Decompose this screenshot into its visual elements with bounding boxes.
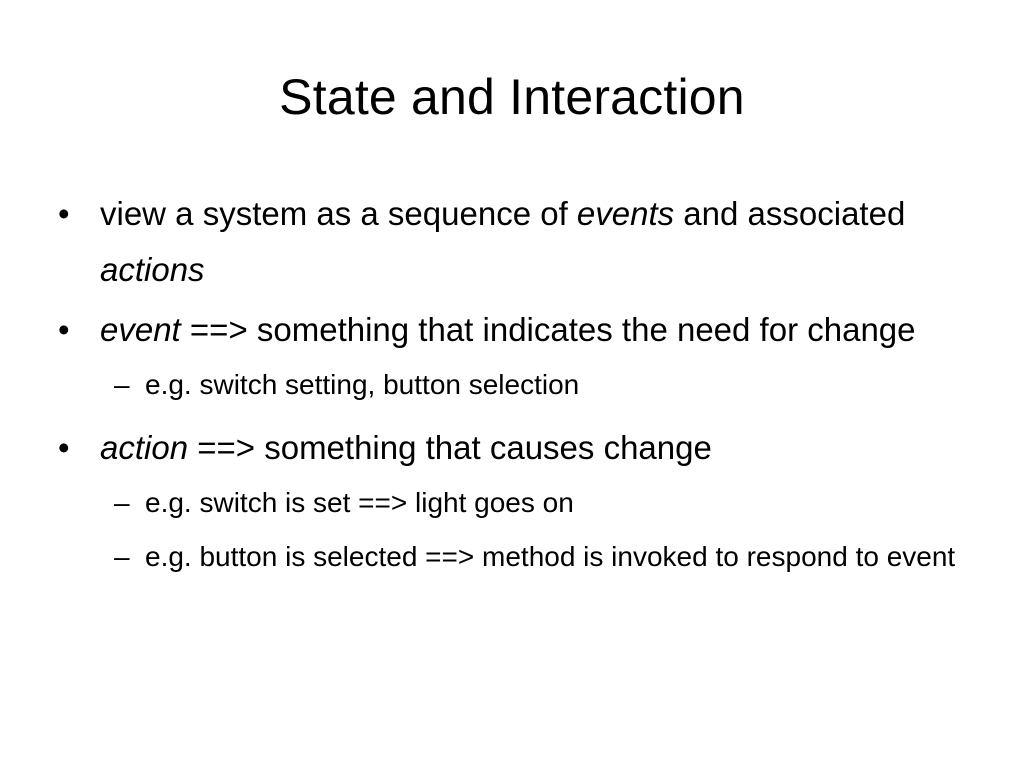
text-run: ==> something that causes change (188, 429, 712, 466)
text-run: view a system as a sequence of (100, 195, 577, 232)
sub-bullet-text: e.g. button is selected ==> method is in… (145, 541, 956, 572)
bullet-dot-icon: • (58, 429, 70, 466)
sub-bullet-item: – e.g. button is selected ==> method is … (58, 532, 958, 582)
italic-run: event (100, 311, 181, 348)
bullet-text: event ==> something that indicates the n… (100, 311, 916, 348)
bullet-dot-icon: • (58, 311, 70, 348)
sub-bullet-item: – e.g. switch is set ==> light goes on (58, 478, 958, 528)
italic-run: actions (100, 251, 205, 288)
dash-icon: – (114, 487, 130, 518)
bullet-item: • action ==> something that causes chang… (58, 420, 958, 476)
bullet-item: • view a system as a sequence of events … (58, 186, 958, 298)
text-run: ==> something that indicates the need fo… (180, 311, 916, 348)
italic-run: action (100, 429, 189, 466)
slide-body: • view a system as a sequence of events … (58, 186, 958, 582)
italic-run: events (576, 195, 675, 232)
text-run: and associated (674, 195, 906, 232)
bullet-text: action ==> something that causes change (100, 429, 712, 466)
slide-title: State and Interaction (279, 69, 745, 125)
bullet-dot-icon: • (58, 195, 70, 232)
bullet-item: • event ==> something that indicates the… (58, 302, 958, 358)
sub-bullet-text: e.g. switch is set ==> light goes on (145, 487, 574, 518)
bullet-text: view a system as a sequence of events an… (100, 195, 905, 288)
sub-bullet-text: e.g. switch setting, button selection (145, 369, 580, 400)
dash-icon: – (114, 541, 130, 572)
sub-bullet-item: – e.g. switch setting, button selection (58, 360, 958, 410)
dash-icon: – (114, 369, 130, 400)
